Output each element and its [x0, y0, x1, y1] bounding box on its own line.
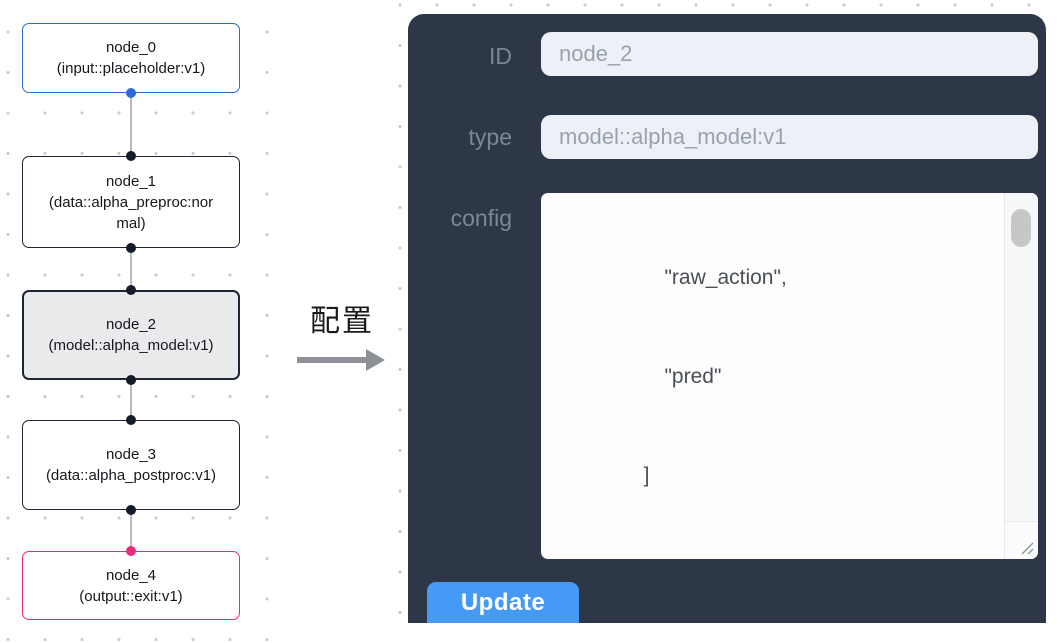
- flow-node-node_3[interactable]: node_3 (data::alpha_postproc:v1): [22, 420, 240, 510]
- config-line: "pred": [581, 365, 722, 388]
- right-arrow-icon: [282, 349, 392, 371]
- resize-corner[interactable]: [1004, 521, 1038, 559]
- id-field-label: ID: [489, 43, 512, 69]
- type-input[interactable]: [541, 115, 1038, 159]
- handle-node3-top[interactable]: [126, 415, 136, 425]
- panel-region: ID type config "raw_action", "pred" ] },: [383, 0, 1057, 623]
- handle-node2-top[interactable]: [126, 285, 136, 295]
- handle-node0-bottom[interactable]: [126, 88, 136, 98]
- configure-label: 配置: [310, 305, 374, 338]
- node-type-label: (input::placeholder:v1): [56, 60, 206, 77]
- node-type-label: (model::alpha_model:v1): [48, 337, 214, 354]
- node-id-label: node_2: [105, 316, 157, 333]
- config-line: "raw_action",: [581, 266, 787, 289]
- node-id-label: node_4: [105, 566, 157, 584]
- config-textarea[interactable]: "raw_action", "pred" ] }, "trace": { "sc…: [541, 193, 1038, 559]
- node-id-label: node_0: [105, 39, 157, 56]
- flow-node-node_1[interactable]: node_1 (data::alpha_preproc:normal): [22, 156, 240, 248]
- edge-node1-node2: [130, 248, 132, 290]
- handle-node3-bottom[interactable]: [126, 505, 136, 515]
- node-type-label: (output::exit:v1): [79, 587, 183, 605]
- flow-canvas[interactable]: node_0 (input::placeholder:v1) node_1 (d…: [0, 0, 273, 643]
- scrollbar-thumb[interactable]: [1011, 209, 1031, 247]
- scrollbar-track[interactable]: [1004, 193, 1038, 521]
- node-id-label: node_3: [105, 446, 157, 463]
- id-input[interactable]: [541, 32, 1038, 76]
- handle-node4-top[interactable]: [126, 546, 136, 556]
- type-field-label: type: [468, 124, 512, 150]
- config-line: ]: [581, 464, 650, 487]
- flow-node-node_0[interactable]: node_0 (input::placeholder:v1): [22, 23, 240, 93]
- flow-node-node_4[interactable]: node_4 (output::exit:v1): [22, 551, 240, 620]
- edge-node2-node3: [130, 380, 132, 420]
- config-line: },: [581, 558, 1002, 559]
- resize-handle-icon: [1021, 542, 1034, 555]
- handle-node1-top[interactable]: [126, 151, 136, 161]
- handle-node2-bottom[interactable]: [126, 375, 136, 385]
- flow-node-node_2[interactable]: node_2 (model::alpha_model:v1): [22, 290, 240, 380]
- config-field-label: config: [450, 205, 512, 231]
- update-button[interactable]: Update: [427, 582, 579, 623]
- configure-annotation: 配置: [282, 296, 392, 371]
- config-json-content: "raw_action", "pred" ] }, "trace": { "sc…: [541, 195, 1002, 559]
- node-type-label: (data::alpha_preproc:normal): [48, 193, 214, 232]
- edge-node3-node4: [130, 510, 132, 551]
- node-config-panel: ID type config "raw_action", "pred" ] },: [408, 14, 1046, 623]
- edge-node0-node1: [130, 93, 132, 156]
- handle-node1-bottom[interactable]: [126, 243, 136, 253]
- node-type-label: (data::alpha_postproc:v1): [45, 467, 217, 484]
- node-id-label: node_1: [105, 172, 157, 190]
